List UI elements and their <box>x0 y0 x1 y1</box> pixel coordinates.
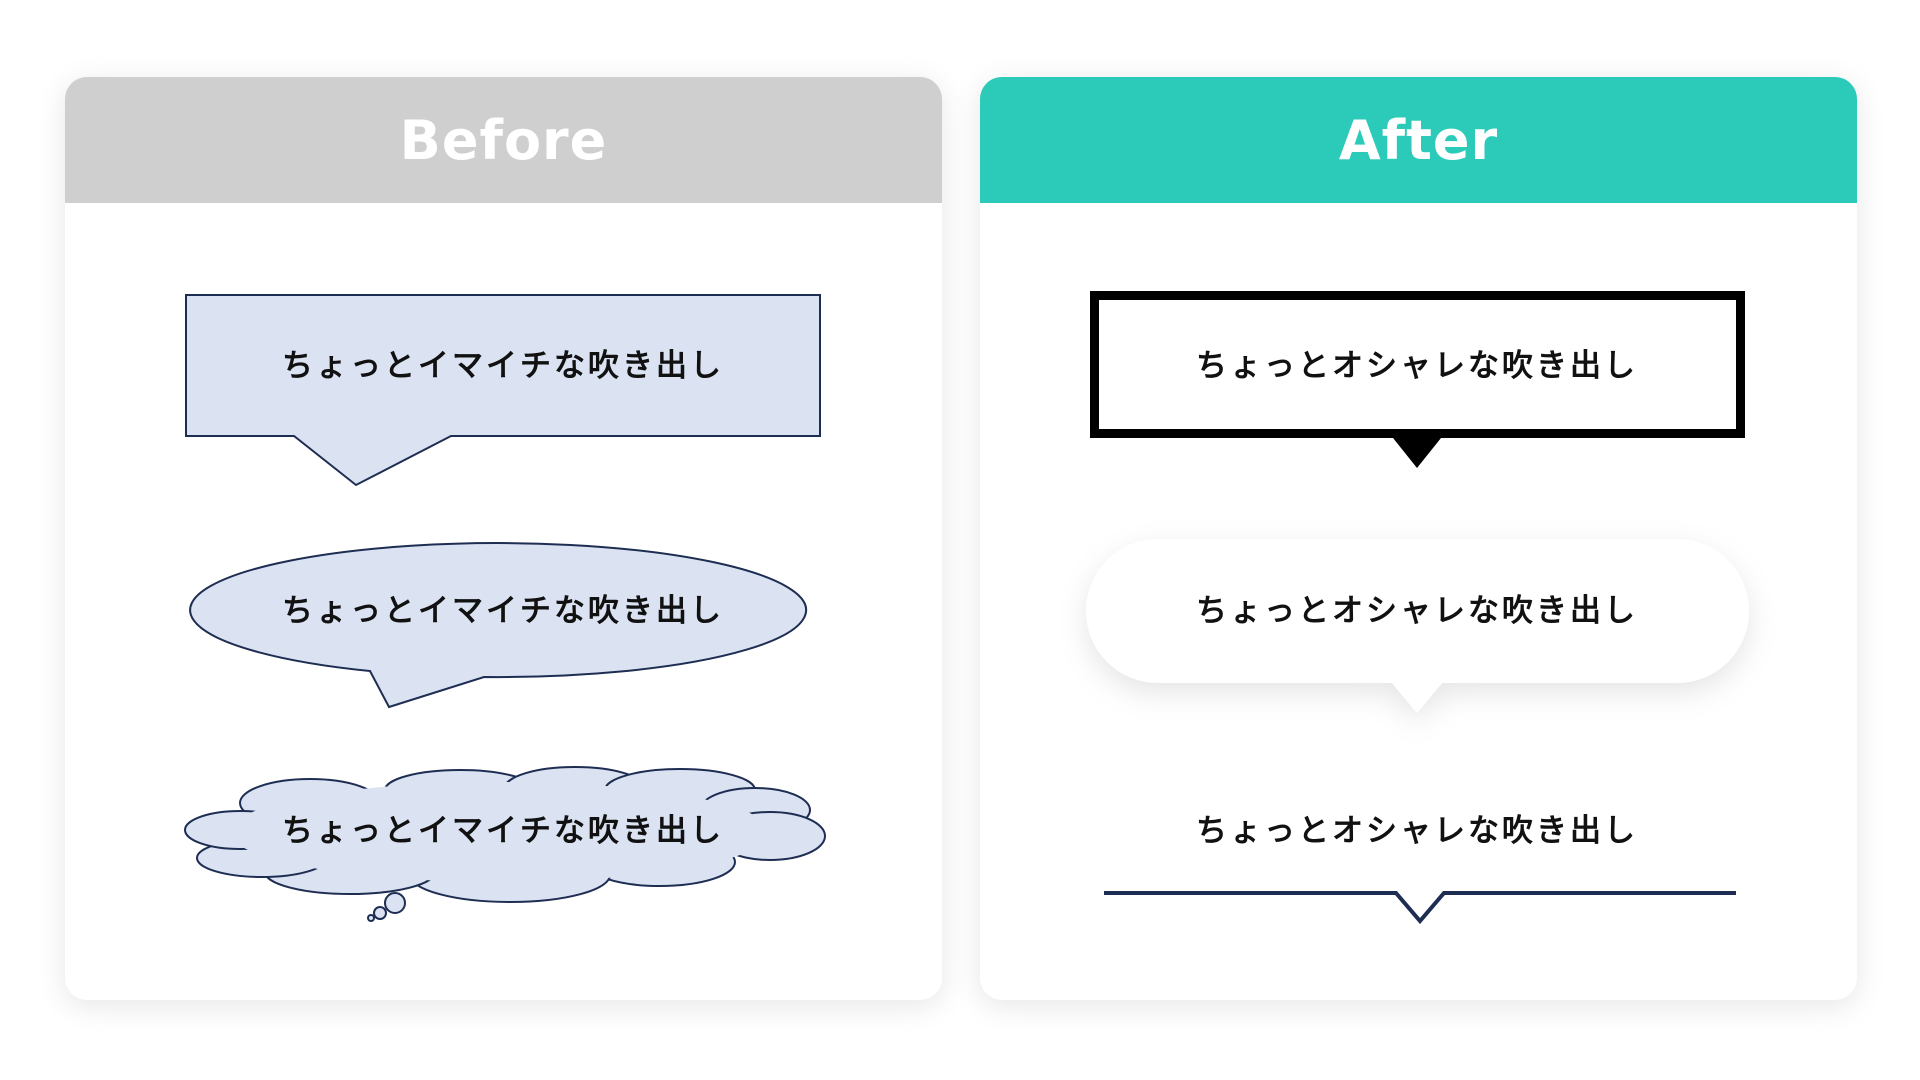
before-ellipse-text: ちょっとイマイチな吹き出し <box>282 593 724 629</box>
before-rect-bubble: ちょっとイマイチな吹き出し <box>185 294 821 487</box>
after-pill-bubble <box>1086 539 1749 713</box>
after-underline-text: ちょっとオシャレな吹き出し <box>1196 813 1638 849</box>
before-cloud-text: ちょっとイマイチな吹き出し <box>282 813 724 849</box>
before-rect-text: ちょっとイマイチな吹き出し <box>282 348 724 384</box>
after-card: After <box>980 77 1857 1000</box>
before-cloud-bubble: ちょっとイマイチな吹き出し <box>184 766 826 922</box>
before-header: Before <box>65 77 942 203</box>
after-underline-bubble: ちょっとオシャレな吹き出し <box>1104 813 1736 925</box>
after-box-text: ちょっとオシャレな吹き出し <box>1196 348 1638 384</box>
after-pill-text: ちょっとオシャレな吹き出し <box>1196 593 1638 629</box>
after-header: After <box>980 77 1857 203</box>
before-ellipse-bubble: ちょっとイマイチな吹き出し <box>189 542 808 709</box>
after-box-bubble: ちょっとオシャレな吹き出し <box>1090 291 1745 468</box>
